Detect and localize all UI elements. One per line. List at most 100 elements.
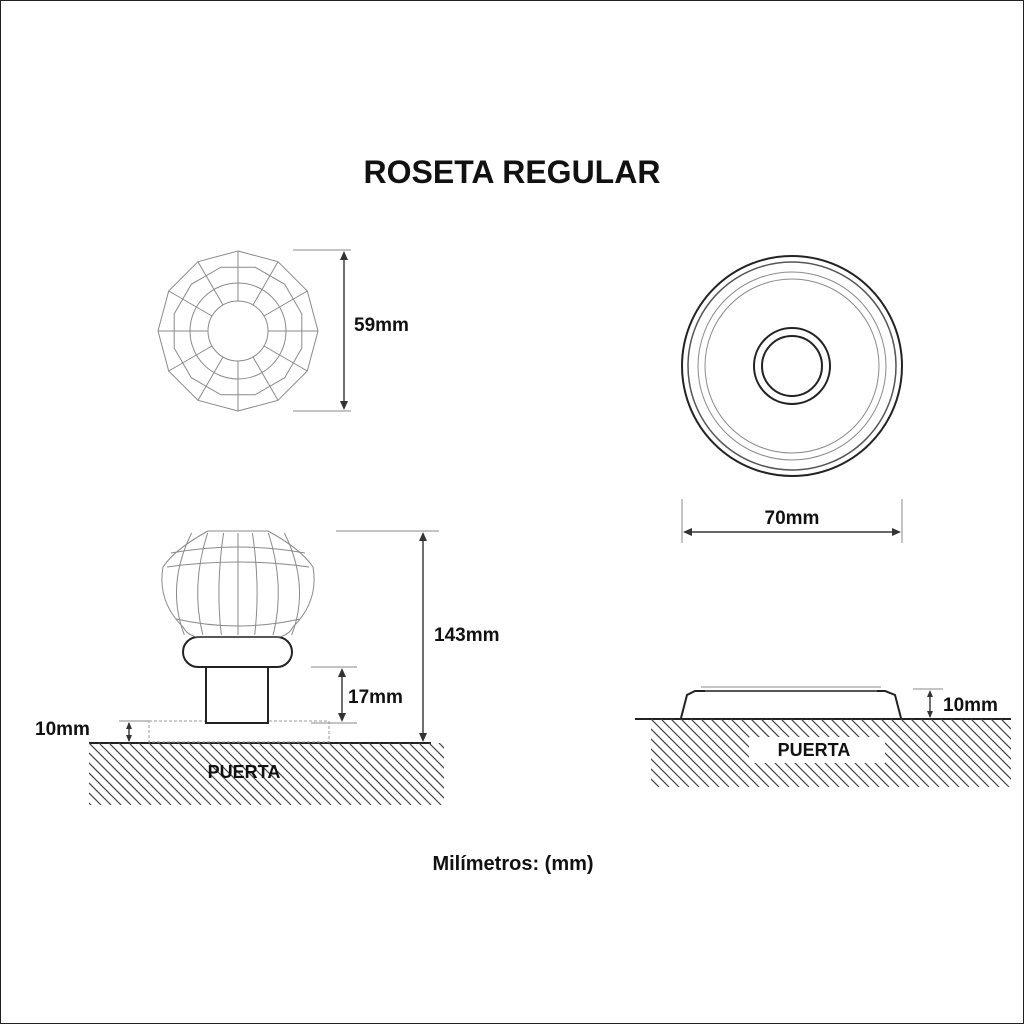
- facet-line: [197, 261, 224, 306]
- hatch-line: [148, 743, 212, 805]
- hatch-line: [710, 719, 780, 787]
- total-height-dimension: [336, 530, 439, 742]
- rosette-diameter-dimension: [681, 499, 903, 543]
- door-label-right-bg: [749, 737, 885, 763]
- hatch-line: [680, 719, 750, 787]
- base-thickness-left-dimension: [119, 720, 149, 742]
- base-thickness-left-label: 10mm: [35, 719, 90, 740]
- hatch-line: [258, 743, 322, 805]
- hatch-line: [870, 719, 940, 787]
- hatch-line: [670, 719, 740, 787]
- hatch-line: [158, 743, 222, 805]
- hatch-line: [378, 743, 442, 805]
- hatch-line: [651, 748, 690, 787]
- hatch-line: [651, 728, 710, 787]
- hatch-line: [690, 719, 760, 787]
- hatch-line: [278, 743, 342, 805]
- hatch-line: [308, 743, 372, 805]
- stem-height-dimension: [311, 666, 357, 724]
- hatch-line: [940, 719, 1010, 787]
- facet-line: [252, 261, 279, 306]
- hatch-line: [651, 768, 670, 787]
- hatch-line: [358, 743, 422, 805]
- hatch-line: [118, 743, 182, 805]
- hatch-line: [168, 743, 232, 805]
- facet-line: [263, 345, 308, 372]
- hatch-line: [89, 802, 92, 805]
- facet-line: [168, 345, 213, 372]
- flute-line: [218, 532, 225, 636]
- rosette-top-view: [681, 255, 903, 477]
- hatch-line: [89, 752, 142, 805]
- hatch-line: [19, 743, 81, 805]
- hatch-line: [89, 792, 102, 805]
- hatch-line: [900, 719, 970, 787]
- facet-line: [168, 290, 213, 317]
- knob-top-view: [157, 250, 319, 412]
- hatch-line: [108, 743, 172, 805]
- hatch-line: [890, 719, 960, 787]
- hatch-line: [571, 719, 639, 787]
- hatch-line: [89, 762, 132, 805]
- hatch-line: [990, 719, 1011, 740]
- hatch-line: [228, 743, 292, 805]
- hatch-line: [138, 743, 202, 805]
- flute-line: [283, 532, 300, 636]
- hatch-line: [9, 743, 71, 805]
- hatch-line: [418, 743, 444, 769]
- stem-height-label: 17mm: [348, 687, 403, 708]
- facet-line: [252, 356, 279, 401]
- hatch-line: [98, 743, 162, 805]
- hatch-line: [218, 743, 282, 805]
- flute-line: [176, 532, 193, 636]
- hatch-line: [89, 782, 112, 805]
- hatch-line: [238, 743, 302, 805]
- door-label-right: PUERTA: [778, 740, 851, 760]
- hatch-line: [651, 778, 660, 787]
- hatch-line: [348, 743, 412, 805]
- units-footer: Milímetros: (mm): [432, 853, 593, 875]
- flute-line: [267, 532, 279, 636]
- rosette-diameter-label: 70mm: [765, 508, 820, 529]
- hatch-line: [700, 719, 770, 787]
- hatch-line: [960, 719, 1011, 770]
- knob-diameter-label: 59mm: [354, 315, 409, 336]
- hatch-line: [651, 738, 700, 787]
- hatch-line: [930, 719, 1000, 787]
- hatch-line: [268, 743, 332, 805]
- facet-line: [197, 356, 224, 401]
- hatch-line: [880, 719, 950, 787]
- base-thickness-right-dimension: [913, 688, 943, 718]
- total-height-label: 143mm: [434, 625, 500, 646]
- rosette-side-view: [571, 686, 1011, 787]
- hatch-line: [651, 758, 680, 787]
- hatch-line: [581, 719, 649, 787]
- hatch-line: [89, 772, 122, 805]
- hatch-line: [408, 743, 444, 779]
- hatch-line: [318, 743, 382, 805]
- hatch-line: [398, 743, 444, 789]
- hatch-line: [188, 743, 252, 805]
- hatch-line: [920, 719, 990, 787]
- hatch-line: [248, 743, 312, 805]
- knob-diameter-dimension: [293, 249, 351, 412]
- base-thickness-right-label: 10mm: [943, 695, 998, 716]
- hatch-line: [428, 743, 444, 759]
- hatch-line: [198, 743, 262, 805]
- hatch-line: [950, 719, 1011, 780]
- hatch-line: [980, 719, 1011, 750]
- flute-line: [197, 532, 209, 636]
- hatch-line: [910, 719, 980, 787]
- hatch-line: [298, 743, 362, 805]
- hatch-line: [338, 743, 402, 805]
- hatch-line: [328, 743, 392, 805]
- hatch-line: [438, 743, 444, 749]
- hatch-line: [651, 719, 720, 787]
- facet-line: [263, 290, 308, 317]
- hatch-line: [89, 743, 152, 805]
- hatch-line: [860, 719, 930, 787]
- hatch-line: [970, 719, 1011, 760]
- door-label-left: PUERTA: [208, 762, 281, 782]
- knob-side-view: [9, 530, 444, 805]
